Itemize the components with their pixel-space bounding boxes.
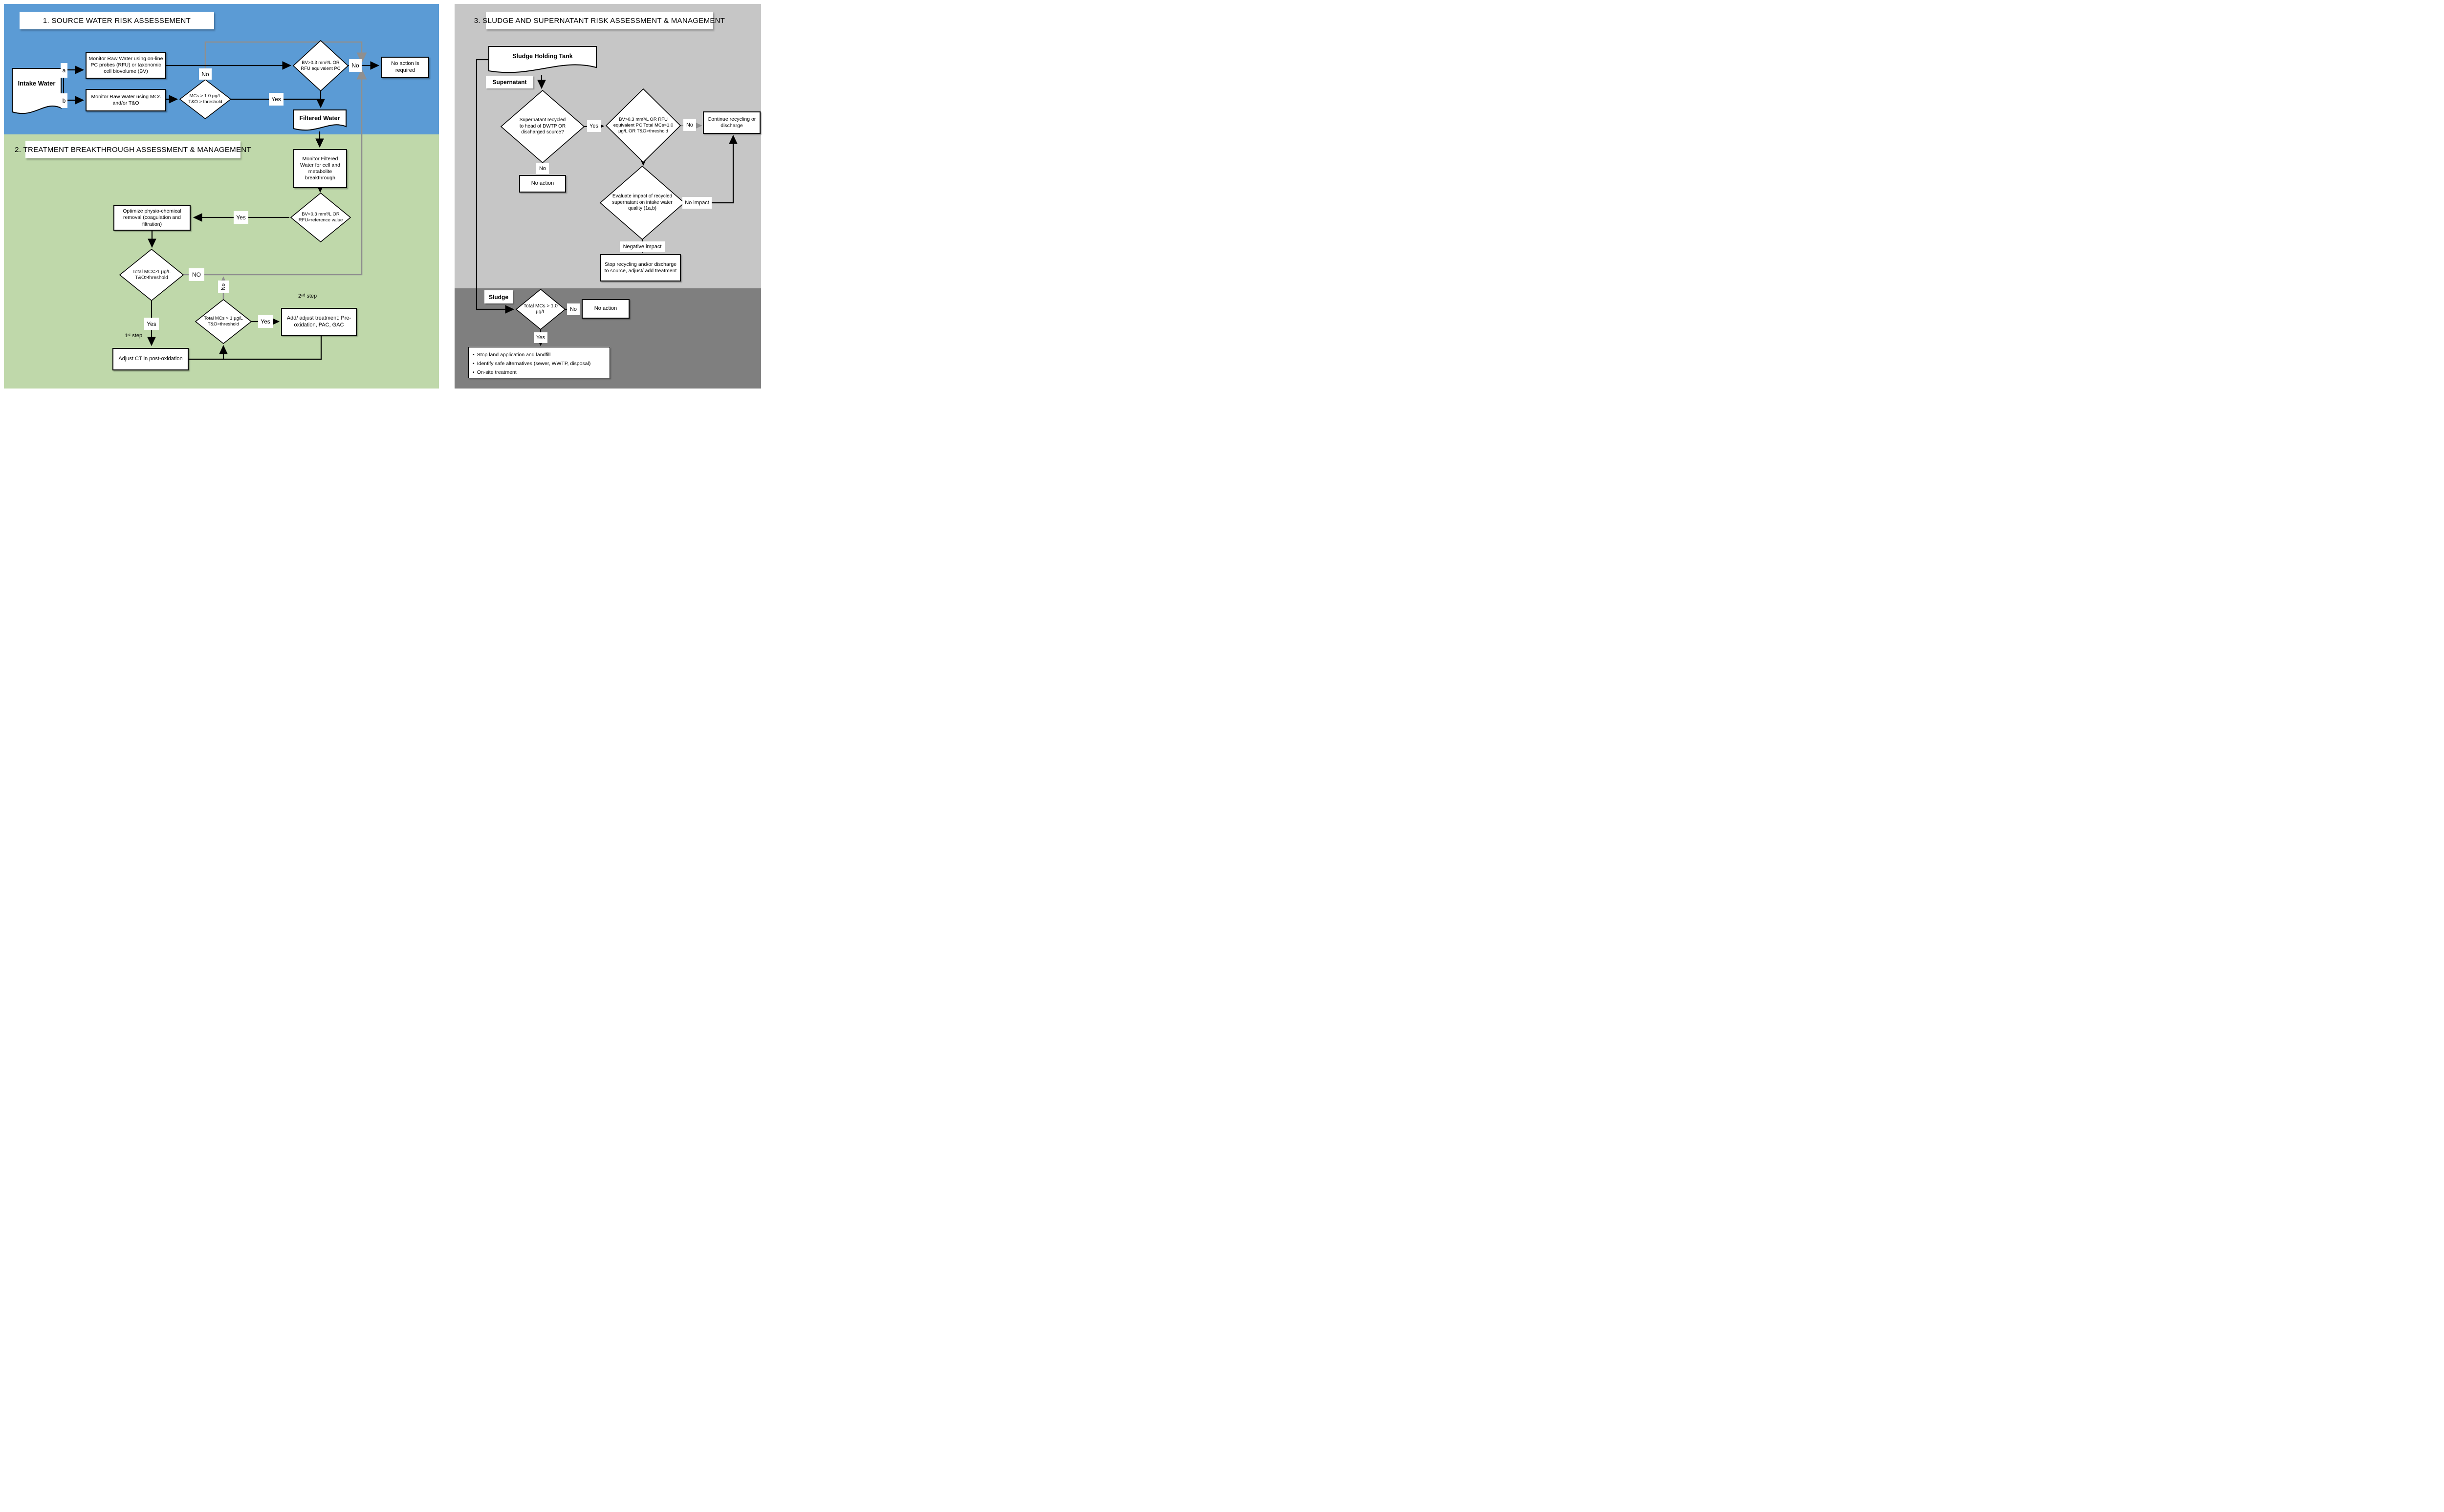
sludge-action-2: Identify safe alternatives (sewer, WWTP,… <box>473 360 606 368</box>
diamond-sup-recycled <box>500 89 585 164</box>
connector-noimpact-continue <box>684 134 738 204</box>
diamond-bv-rfu-pc <box>292 40 349 92</box>
title-sludge-text: 3. SLUDGE AND SUPERNATANT RISK ASSESSMEN… <box>474 16 725 25</box>
diamond-mcs-to <box>179 79 232 120</box>
sludge-label: Sludge <box>484 290 513 303</box>
title-source-water: 1. SOURCE WATER RISK ASSESSEMENT <box>20 12 214 29</box>
label-mcs-no: No <box>199 68 212 80</box>
label-first-step: 1ˢᵗ step <box>125 333 143 339</box>
flowchart-canvas: 1. SOURCE WATER RISK ASSESSEMENT 2. TREA… <box>0 0 763 392</box>
filtered-water-shape <box>293 109 347 131</box>
node-no-action-sludge: No action <box>582 299 630 319</box>
connector-treatment-no-feedback <box>183 68 367 276</box>
label-middiamond-yes: Yes <box>258 315 273 328</box>
decision-diamonds <box>119 40 685 345</box>
connector-addadjust-middiamond <box>219 336 322 360</box>
intake-water-shape <box>12 68 62 114</box>
node-monitor-rfu: Monitor Raw Water using on-line PC probe… <box>86 52 166 79</box>
label-no-impact: No impact <box>682 197 712 209</box>
connector-tank-sludge <box>476 59 515 314</box>
label-second-step: 2ⁿᵈ step <box>298 293 317 299</box>
label-total-mcs-yes: Yes <box>144 318 159 330</box>
sludge-action-3: On-site treatment <box>473 368 606 377</box>
title-sludge: 3. SLUDGE AND SUPERNATANT RISK ASSESSMEN… <box>474 12 725 29</box>
sludge-tank-shape <box>488 46 597 73</box>
connector-mcs-no-feedback <box>204 41 367 80</box>
node-monitor-filtered: Monitor Filtered Water for cell and meta… <box>293 149 347 188</box>
diamond-evaluate <box>599 165 685 240</box>
node-sludge-actions: Stop land application and landfill Ident… <box>468 347 610 378</box>
label-sludge-no: No <box>567 303 580 315</box>
node-no-action-sup: No action <box>519 175 566 193</box>
branch-label-a: a <box>61 63 67 78</box>
label-sup-yes: Yes <box>587 120 601 132</box>
node-optimize: Optimize physio-chemical removal (coagul… <box>113 205 191 231</box>
diamond-total-mcs-1 <box>119 248 184 302</box>
label-rfu-yes: Yes <box>234 211 248 224</box>
node-adjust-ct: Adjust CT in post-oxidation <box>112 348 189 370</box>
node-continue-recycling: Continue recycling or discharge <box>703 111 761 134</box>
diamond-total-mcs-2 <box>195 299 252 345</box>
supernatant-label: Supernatant <box>486 76 533 88</box>
label-sup-no: No <box>536 163 549 174</box>
node-no-action-required: No action is required <box>381 57 429 78</box>
label-mcs-yes: Yes <box>269 93 284 106</box>
label-middiamond-no: No <box>218 281 229 293</box>
node-add-adjust: Add/ adjust treatment: Pre-oxidation, PA… <box>281 308 357 336</box>
diamond-bv-rfu-mcs-to <box>605 88 681 163</box>
title-treatment-text: 2. TREATMENT BREAKTHROUGH ASSESSMENT & M… <box>15 145 251 154</box>
label-bv-no: No <box>349 59 362 72</box>
diamond-sludge-mcs <box>515 288 566 330</box>
node-monitor-mcs: Monitor Raw Water using MCs and/or T&O <box>86 89 166 111</box>
title-treatment: 2. TREATMENT BREAKTHROUGH ASSESSMENT & M… <box>15 141 251 158</box>
connector-layer <box>12 40 738 360</box>
document-shapes <box>12 46 597 131</box>
branch-label-b: b <box>61 93 67 108</box>
node-stop-recycling: Stop recycling and/or discharge to sourc… <box>600 254 681 281</box>
label-negative-impact: Negative impact <box>620 241 665 252</box>
label-bvsup-no: No <box>683 119 696 131</box>
title-source-water-text: 1. SOURCE WATER RISK ASSESSEMENT <box>43 16 191 25</box>
label-sludge-yes: Yes <box>534 332 547 343</box>
sludge-action-1: Stop land application and landfill <box>473 351 606 360</box>
diamond-bv-rfu-ref <box>290 192 351 243</box>
label-total-mcs-no: NO <box>189 268 204 281</box>
